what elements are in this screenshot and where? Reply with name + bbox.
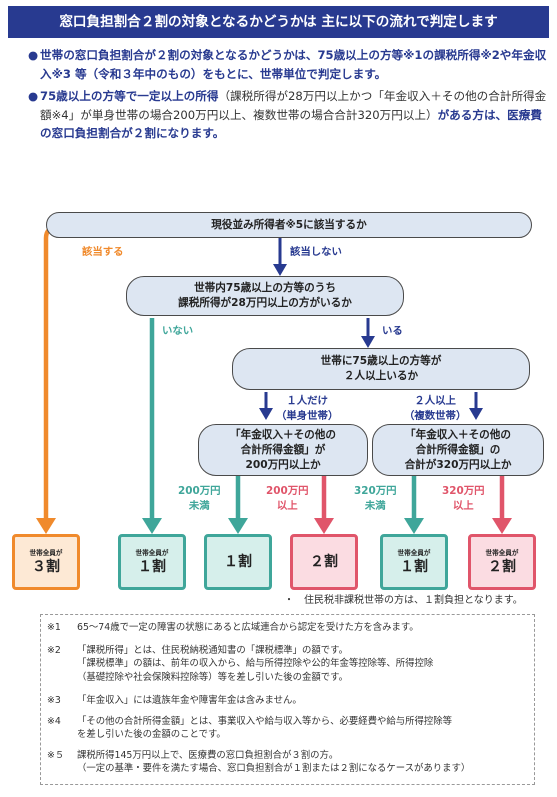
bullet-item: ● 75歳以上の方等で一定以上の所得（課税所得が28万円以上かつ「年金収入＋その… [10,87,550,143]
label-none: いない [162,325,194,337]
label-multi-household: ２人以上 （複数世帯） [404,395,467,422]
result-box: 世帯全員が １割 [118,534,186,590]
label-200-under: 200万円 未満 [178,485,221,512]
summary-bullets: ● 世帯の窓口負担割合が２割の対象となるかどうかは、75歳以上の方等※1の課税所… [10,46,550,147]
bullet-text-detail: （課税所得が28万円以上かつ「年金収入＋その他の合計所得金額※4」が単身世帯の場… [40,89,547,122]
footnote-item: ※2「課税所得」とは、住民税納税通知書の「課税標準」の額です。「課税標準」の額は… [47,645,434,683]
question-taxable-income: 世帯内75歳以上の方等のうち 課税所得が28万円以上の方がいるか [126,276,404,316]
result-box: １割 [204,534,272,590]
bullet-dot: ● [28,48,39,62]
label-not-applicable: 該当しない [290,246,342,258]
label-320-under: 320万円 未満 [354,485,397,512]
question-single-income: 「年金収入＋その他の 合計所得金額」が 200万円以上か [198,424,368,476]
result-box: 世帯全員が １割 [380,534,448,590]
bullet-text: 世帯の窓口負担割合が２割の対象となるかどうかは、75歳以上の方等※1の課税所得※… [40,48,547,81]
page-title: 窓口負担割合２割の対象となるかどうかは 主に以下の流れで判定します [8,6,549,38]
label-exists: いる [382,325,403,337]
bullet-text-emphasis: 75歳以上の方等で一定以上の所得 [40,89,219,104]
label-320-over: 320万円 以上 [442,485,485,512]
label-200-over: 200万円 以上 [266,485,309,512]
result-box: 世帯全員が ２割 [468,534,536,590]
bullet-dot: ● [28,89,39,104]
label-single-household: １人だけ （単身世帯） [276,395,339,422]
bullet-text-result: がある方は、医療費の窓口負担割合が２割になります。 [40,107,542,141]
question-household-count: 世帯に75歳以上の方等が ２人以上いるか [232,348,530,390]
arrow-orange [43,225,180,520]
question-multi-income: 「年金収入＋その他の 合計所得金額」の 合計が320万円以上か [372,424,544,476]
exempt-note: ・ 住民税非課税世帯の方は、１割負担となります。 [284,595,523,606]
result-box: ２割 [290,534,358,590]
question-active-income: 現役並み所得者※5に該当するか [46,212,532,238]
footnote-item: ※3「年金収入」には遺族年金や障害年金は含みません。 [47,695,302,706]
footnote-item: ※4「その他の合計所得金額」とは、事業収入や給与収入等から、必要経費や給与所得控… [47,716,453,741]
label-applicable: 該当する [82,246,124,258]
bullet-item: ● 世帯の窓口負担割合が２割の対象となるかどうかは、75歳以上の方等※1の課税所… [10,46,550,83]
result-box: 世帯全員が ３割 [12,534,80,590]
